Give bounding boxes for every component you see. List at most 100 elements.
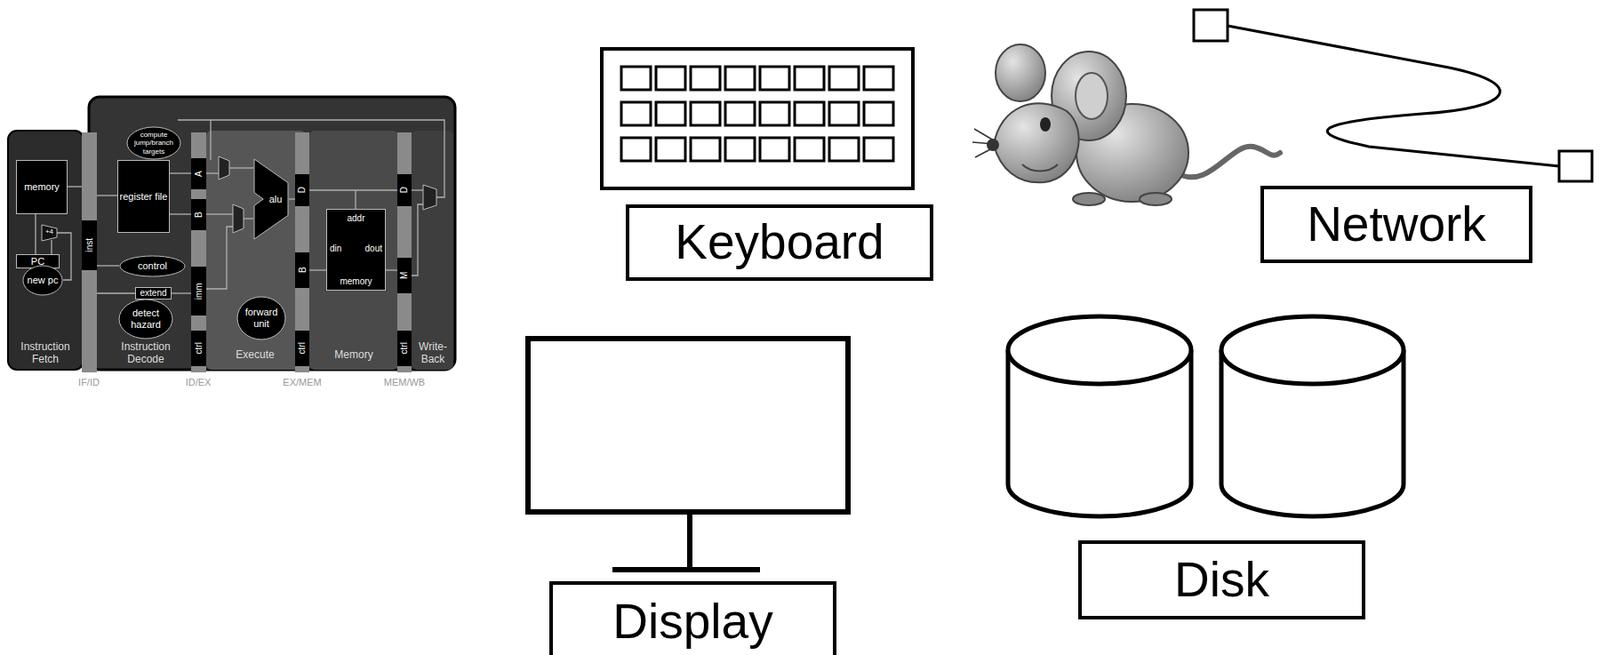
node-text: ctrl (399, 342, 410, 354)
adder-label: +4 (42, 227, 57, 236)
latch-field: B (191, 199, 207, 231)
memory-box: memory (16, 160, 68, 215)
mux (218, 156, 230, 180)
register-name: MEM/WB (377, 376, 432, 389)
key (690, 66, 720, 90)
key (864, 137, 894, 161)
key (794, 137, 824, 161)
node-text: register file (120, 191, 168, 203)
device-label: Keyboard (625, 204, 934, 281)
node-text: din (329, 243, 342, 255)
node-text: D (296, 186, 308, 193)
latch-field: M (397, 257, 412, 294)
device-label: Display (549, 581, 837, 655)
node-text: PC (31, 256, 45, 268)
stage-name: Memory (322, 349, 385, 362)
key (829, 66, 859, 90)
mouse-icon (972, 44, 1280, 206)
key (656, 102, 686, 126)
key (864, 66, 894, 90)
register-name: ID/EX (176, 376, 221, 389)
stage-name: Write-Back (413, 341, 453, 367)
adder (41, 224, 57, 241)
mux (423, 184, 437, 210)
node-text: Disk (1174, 552, 1270, 608)
node-text: forward unit (240, 306, 282, 329)
execute-region (206, 130, 306, 370)
latch-field: D (295, 174, 310, 207)
key (829, 102, 859, 126)
pipeline-register (295, 132, 310, 373)
latch-field: inst (81, 220, 97, 271)
display-icon (528, 338, 848, 570)
forward-unit: forward unit (236, 296, 287, 341)
pipeline-register (397, 132, 412, 373)
latch-field: ctrl (295, 330, 310, 367)
stage-name: Instruction Fetch (10, 341, 80, 367)
latch-field: imm (191, 266, 207, 316)
key (760, 137, 790, 161)
node-text: addr (327, 213, 385, 224)
control-unit: control (119, 255, 186, 278)
register-name: EX/MEM (275, 376, 329, 389)
latch-field: D (397, 174, 412, 207)
key (725, 66, 755, 90)
node-text: extend (139, 288, 167, 299)
key (829, 137, 859, 161)
node-text: Network (1306, 196, 1487, 253)
node-text: B (193, 211, 205, 218)
node-text: ctrl (193, 342, 205, 354)
node-text: dout (365, 243, 383, 255)
wires (35, 120, 445, 294)
key (621, 137, 651, 161)
register-name: IF/ID (66, 376, 112, 389)
key (656, 137, 686, 161)
node-text: memory (327, 276, 385, 288)
key (794, 66, 824, 90)
key (760, 102, 790, 126)
network-cable (1193, 9, 1592, 182)
node-text: memory (24, 181, 60, 193)
device-label: Disk (1078, 540, 1366, 620)
device-label: Network (1260, 185, 1533, 264)
new-pc-unit: new pc (22, 264, 64, 296)
writeback-region (411, 130, 454, 370)
data-memory: addr din dout memory (326, 208, 386, 291)
keyboard-icon (601, 48, 913, 189)
key (760, 66, 790, 90)
disk-icon (1008, 316, 1404, 517)
hazard-unit: detect hazard (118, 298, 174, 340)
key (690, 102, 720, 126)
register-file: register file (117, 160, 170, 233)
latch-field: B (295, 252, 310, 288)
stage-name: Execute (224, 349, 287, 362)
key (621, 66, 651, 90)
stage-name: Instruction Decode (105, 341, 186, 367)
alu-unit: alu (253, 158, 289, 240)
node-text: M (399, 272, 410, 280)
key (621, 102, 651, 126)
key (725, 137, 755, 161)
key (864, 102, 894, 126)
pipeline-register (81, 132, 97, 373)
pipeline-register (191, 132, 207, 373)
node-text: imm (193, 282, 205, 300)
key (656, 66, 686, 90)
branch-unit: compute jump/branch targets (126, 126, 182, 160)
key (794, 102, 824, 126)
latch-field: ctrl (397, 330, 412, 367)
node-text: inst (84, 238, 96, 253)
node-text: D (399, 186, 410, 193)
key (690, 137, 720, 161)
mux (232, 204, 244, 233)
node-text: A (193, 170, 205, 177)
node-text: new pc (27, 274, 59, 287)
node-text: alu (269, 193, 283, 206)
node-text: control (137, 260, 168, 272)
node-text: Keyboard (674, 214, 884, 271)
node-text: compute jump/branch targets (131, 130, 177, 156)
node-text: Display (612, 593, 773, 650)
node-text: detect hazard (123, 307, 169, 330)
node-text: ctrl (296, 342, 308, 354)
